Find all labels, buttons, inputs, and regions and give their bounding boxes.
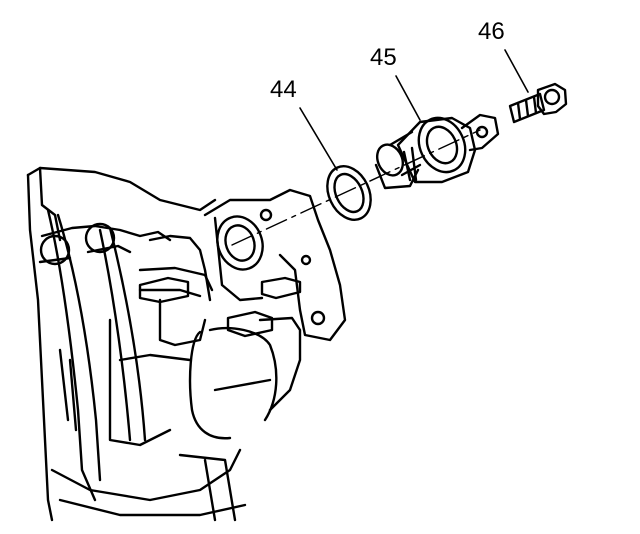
bolt-icon [508,82,568,124]
assembly-centerline [231,129,481,246]
leader-line-45 [395,75,421,121]
callout-45: 45 [370,44,397,71]
sensor-icon [374,113,500,190]
o-ring-seal-icon [326,165,372,221]
leader-line-44 [299,107,338,171]
leader-line-46 [504,49,529,93]
transmission-housing-icon [26,166,347,522]
callout-44: 44 [270,76,297,103]
callout-46: 46 [478,18,505,45]
